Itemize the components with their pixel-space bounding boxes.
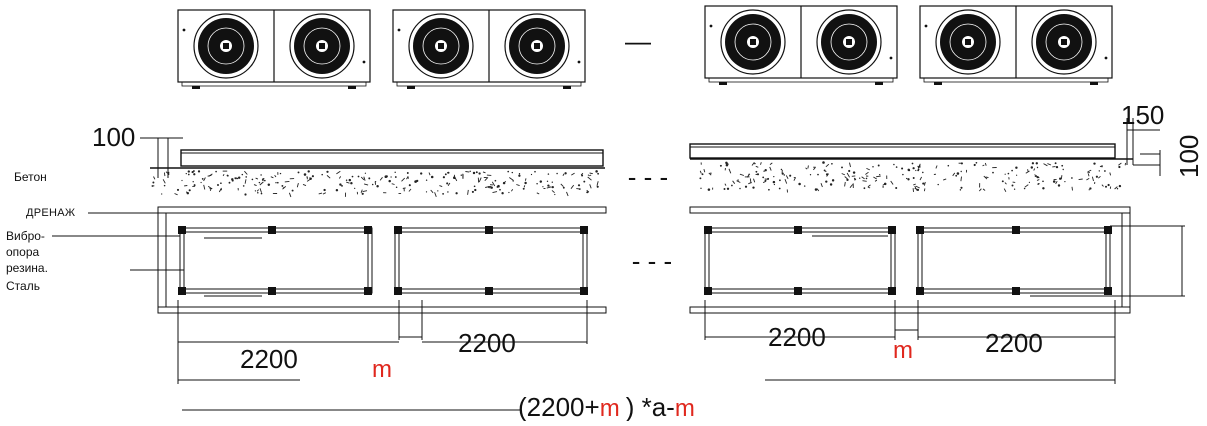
- slab-section-left: 100: [92, 122, 605, 178]
- label-concrete: Бетон: [14, 170, 47, 184]
- frame-left: [158, 207, 606, 313]
- condenser-fan-unit-icon: [393, 10, 585, 89]
- frame-right: [690, 207, 1185, 313]
- label-steel: Сталь: [6, 279, 40, 293]
- dim-unit-width-3: 2200: [768, 322, 826, 352]
- condenser-fan-unit-icon: [920, 6, 1112, 85]
- continuation-middle: - - -: [628, 162, 668, 192]
- condenser-fan-unit-icon: [178, 10, 370, 89]
- continuation-top: —: [625, 26, 651, 56]
- dim-unit-width-1: 2200: [240, 344, 298, 374]
- label-vibro-line1: Вибро-: [6, 229, 45, 243]
- gravel-right: [699, 161, 1125, 192]
- label-vibro-line2: опора: [6, 245, 40, 259]
- dim-gap-left: m: [372, 356, 392, 383]
- dim-unit-width-4: 2200: [985, 328, 1043, 358]
- dim-gap-right: m: [893, 337, 913, 364]
- dim-slab-thickness-right: 100: [1174, 135, 1204, 178]
- continuation-bottom: - - -: [632, 246, 672, 276]
- dim-slab-thickness-left: 100: [92, 122, 135, 152]
- label-drainage: ДРЕНАЖ: [26, 207, 75, 219]
- label-rubber: резина.: [6, 261, 48, 275]
- slab-section-right: 150 100: [690, 100, 1204, 178]
- dim-unit-width-2: 2200: [458, 328, 516, 358]
- condenser-fan-unit-icon: [705, 6, 897, 85]
- formula-total-length: (2200+m) *a-m: [518, 392, 695, 421]
- gravel-left: [152, 170, 599, 197]
- dim-slab-offset-right: 150: [1121, 100, 1164, 130]
